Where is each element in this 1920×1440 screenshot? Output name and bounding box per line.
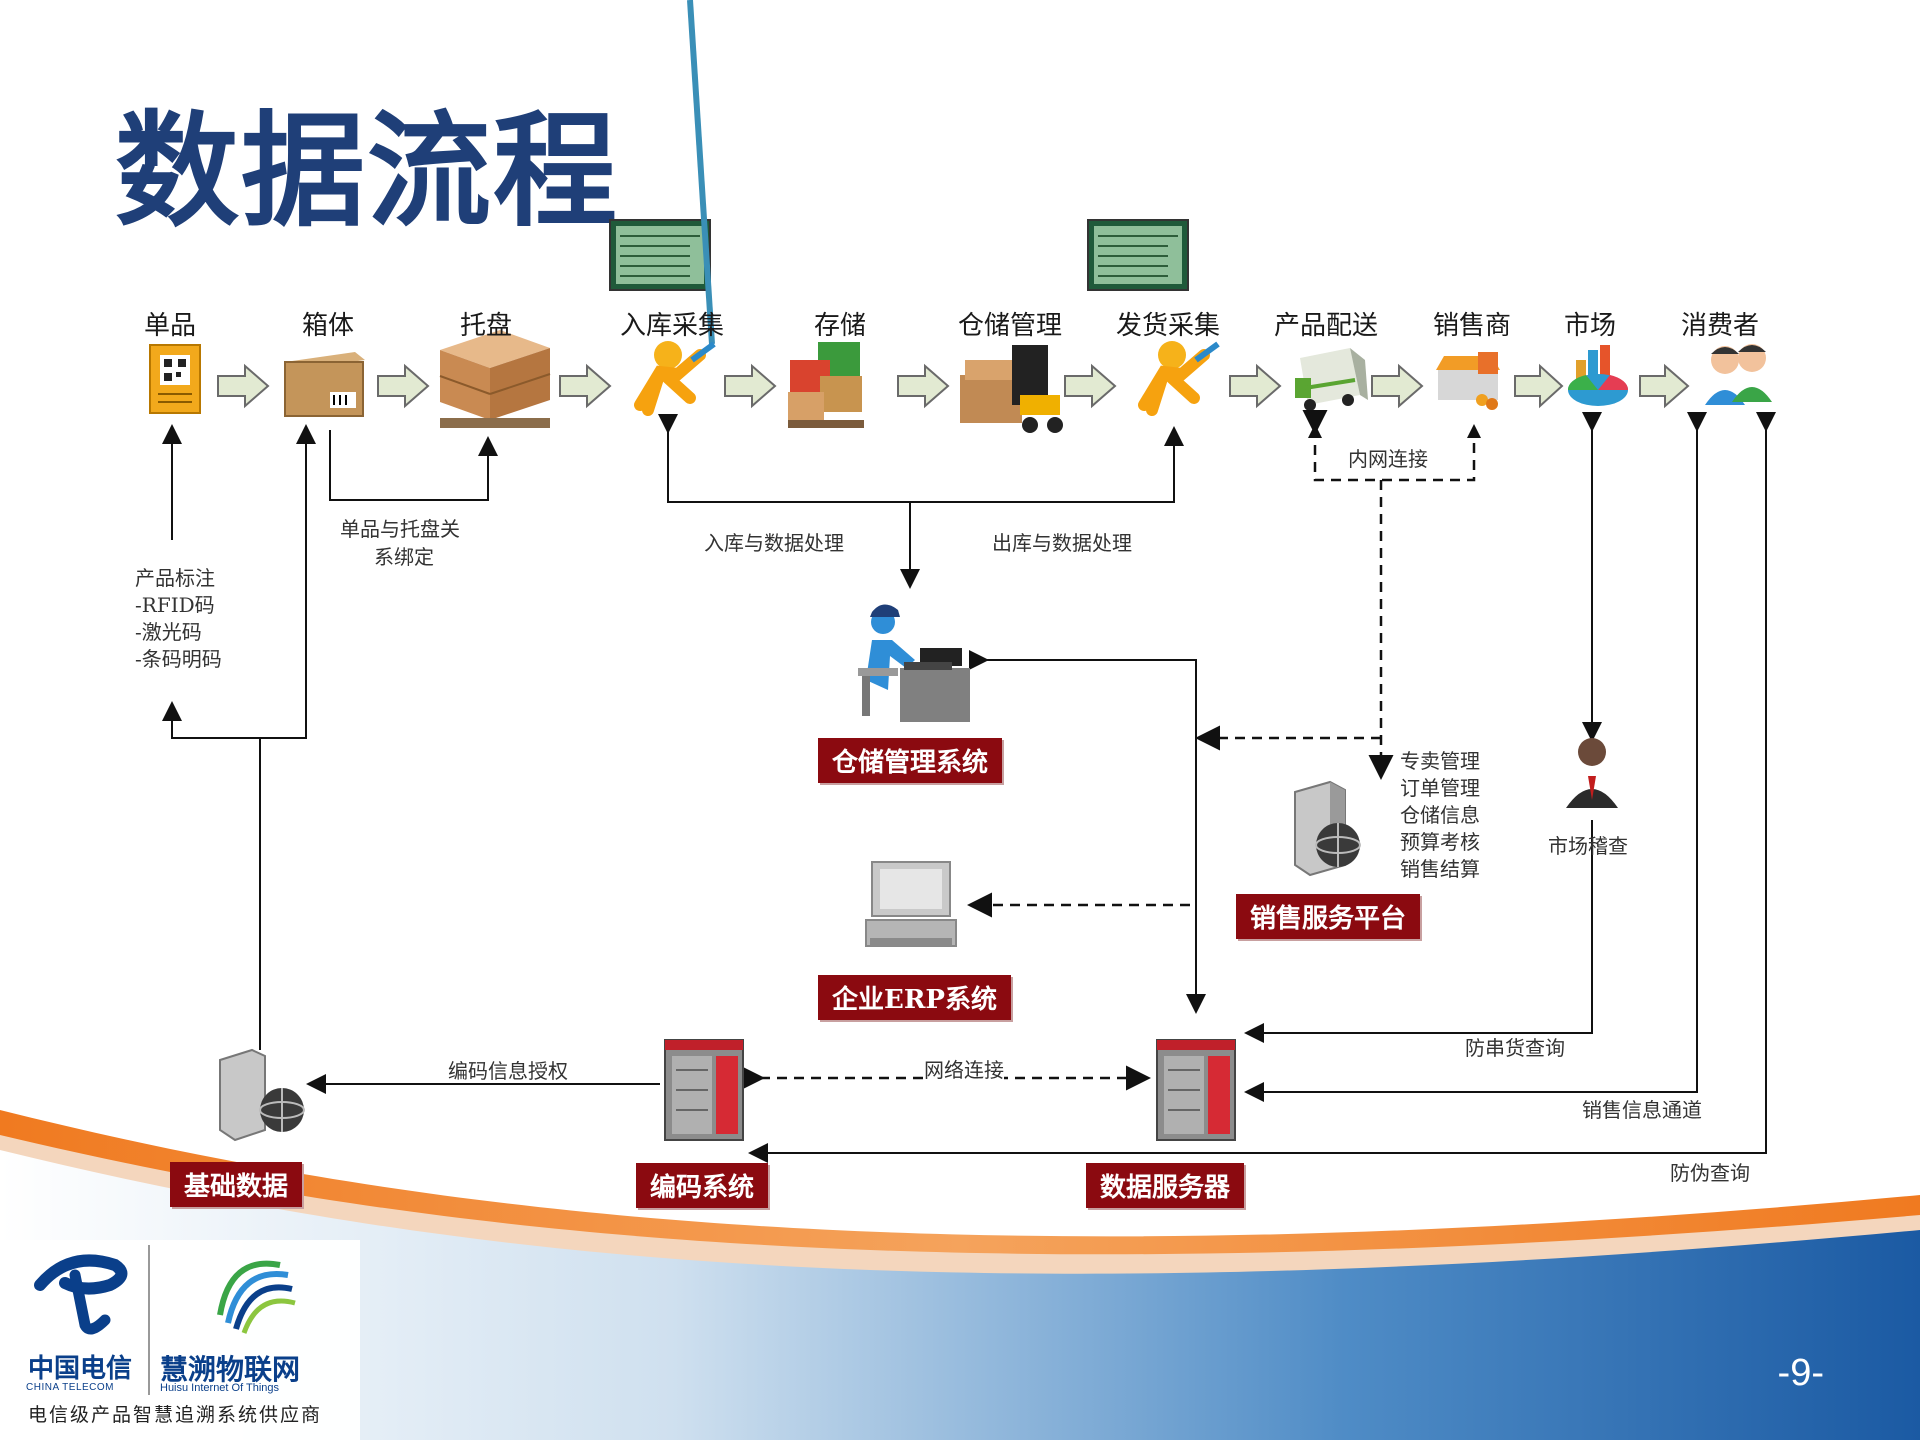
flow-arrow bbox=[1371, 363, 1424, 409]
product-marking-item: -激光码 bbox=[135, 620, 202, 644]
terminal-screen-icon bbox=[1087, 219, 1189, 291]
scanner-person-icon bbox=[1138, 341, 1220, 416]
operator-icon bbox=[858, 604, 970, 722]
footer-tagline: 电信级产品智慧追溯系统供应商 bbox=[28, 1404, 323, 1426]
data-server-label: 数据服务器 bbox=[1086, 1163, 1245, 1208]
sales-function-item: 销售结算 bbox=[1400, 857, 1480, 881]
anti-fake-note: 防伪查询 bbox=[1670, 1161, 1750, 1185]
coding-system-label: 编码系统 bbox=[636, 1163, 769, 1208]
connector-lines bbox=[162, 412, 1776, 1163]
product-marking-title: 产品标注 bbox=[135, 566, 215, 590]
china-telecom-logo bbox=[34, 1254, 128, 1335]
terminal-screen-icon bbox=[609, 219, 711, 291]
stage-label: 市场 bbox=[1563, 311, 1617, 341]
sales-functions-list: 专卖管理 订单管理 仓储信息 预算考核 销售结算 bbox=[1400, 748, 1480, 883]
inbound-note: 入库与数据处理 bbox=[704, 531, 844, 555]
stage-label: 消费者 bbox=[1680, 311, 1760, 341]
product-marking-notes: 产品标注 -RFID码 -激光码 -条码明码 bbox=[135, 565, 222, 673]
flow-arrow bbox=[897, 363, 950, 409]
base-data-label: 基础数据 bbox=[170, 1162, 303, 1207]
stage-label: 存储 bbox=[813, 311, 867, 341]
flow-arrow bbox=[377, 363, 430, 409]
sales-platform-label: 销售服务平台 bbox=[1236, 894, 1421, 939]
warehouse-system-label: 仓储管理系统 bbox=[818, 738, 1003, 783]
flow-arrow bbox=[1064, 363, 1117, 409]
page-number: -9- bbox=[1777, 1352, 1824, 1394]
businessman-icon bbox=[1566, 738, 1618, 808]
server-globe-icon bbox=[219, 1048, 305, 1142]
flow-arrow bbox=[1639, 363, 1690, 409]
flow-diagram bbox=[149, 0, 1776, 1163]
network-note: 网络连接 bbox=[924, 1054, 1004, 1083]
rack-server-icon bbox=[664, 1039, 744, 1141]
flow-arrow bbox=[1514, 363, 1564, 409]
sales-function-item: 预算考核 bbox=[1400, 830, 1480, 854]
sales-channel-note: 销售信息通道 bbox=[1582, 1098, 1702, 1122]
server-globe-icon bbox=[1294, 780, 1361, 877]
consumers-icon bbox=[1705, 344, 1772, 405]
outbound-note: 出库与数据处理 bbox=[992, 531, 1132, 555]
stacked-goods-icon bbox=[788, 342, 864, 428]
sales-function-item: 仓储信息 bbox=[1400, 803, 1480, 827]
dashed-arrowheads bbox=[1308, 424, 1481, 438]
binding-note-line1: 单品与托盘关 bbox=[340, 517, 460, 541]
pallet-icon bbox=[439, 330, 551, 428]
market-chart-icon bbox=[1567, 345, 1629, 406]
sales-function-item: 专卖管理 bbox=[1400, 749, 1480, 773]
desktop-computer-icon bbox=[865, 861, 957, 947]
box-icon bbox=[284, 352, 365, 417]
product-marking-item: -条码明码 bbox=[135, 647, 222, 671]
logo-divider bbox=[148, 1245, 150, 1395]
market-check-note: 市场稽查 bbox=[1548, 834, 1628, 858]
stage-label: 仓储管理 bbox=[957, 311, 1063, 341]
flow-arrow bbox=[724, 363, 777, 409]
scanner-person-icon bbox=[634, 0, 716, 416]
brand-b-name: 慧溯物联网 bbox=[160, 1353, 301, 1386]
stage-label: 入库采集 bbox=[619, 311, 725, 341]
sales-function-item: 订单管理 bbox=[1400, 776, 1480, 800]
tag-icon bbox=[149, 344, 201, 414]
binding-note-line2: 系绑定 bbox=[374, 545, 434, 569]
stage-label: 单品 bbox=[143, 311, 197, 341]
flow-arrow bbox=[559, 363, 612, 409]
intranet-note: 内网连接 bbox=[1348, 443, 1428, 472]
rack-server-icon bbox=[1156, 1039, 1236, 1141]
anti-diversion-note: 防串货查询 bbox=[1465, 1036, 1565, 1060]
shop-icon bbox=[1436, 352, 1500, 410]
code-auth-note: 编码信息授权 bbox=[448, 1059, 568, 1083]
erp-system-label: 企业ERP系统 bbox=[818, 975, 1011, 1020]
flow-arrow bbox=[1229, 363, 1282, 409]
huisu-logo bbox=[217, 1260, 296, 1334]
brand-b-en: Huisu Internet Of Things bbox=[160, 1382, 280, 1394]
stage-label: 发货采集 bbox=[1115, 311, 1221, 341]
page-title: 数据流程 bbox=[115, 100, 620, 244]
product-marking-item: -RFID码 bbox=[135, 593, 215, 617]
forklift-icon bbox=[960, 345, 1063, 433]
brand-a-name: 中国电信 bbox=[28, 1354, 133, 1384]
stage-label: 托盘 bbox=[459, 311, 513, 341]
stage-label: 箱体 bbox=[301, 311, 355, 341]
flow-arrows bbox=[217, 363, 1690, 409]
delivery-truck-icon bbox=[1295, 348, 1368, 411]
stage-label: 产品配送 bbox=[1273, 311, 1379, 341]
brand-a-en: CHINA TELECOM bbox=[26, 1382, 114, 1393]
flow-arrow bbox=[217, 363, 270, 409]
stage-label: 销售商 bbox=[1432, 311, 1512, 341]
